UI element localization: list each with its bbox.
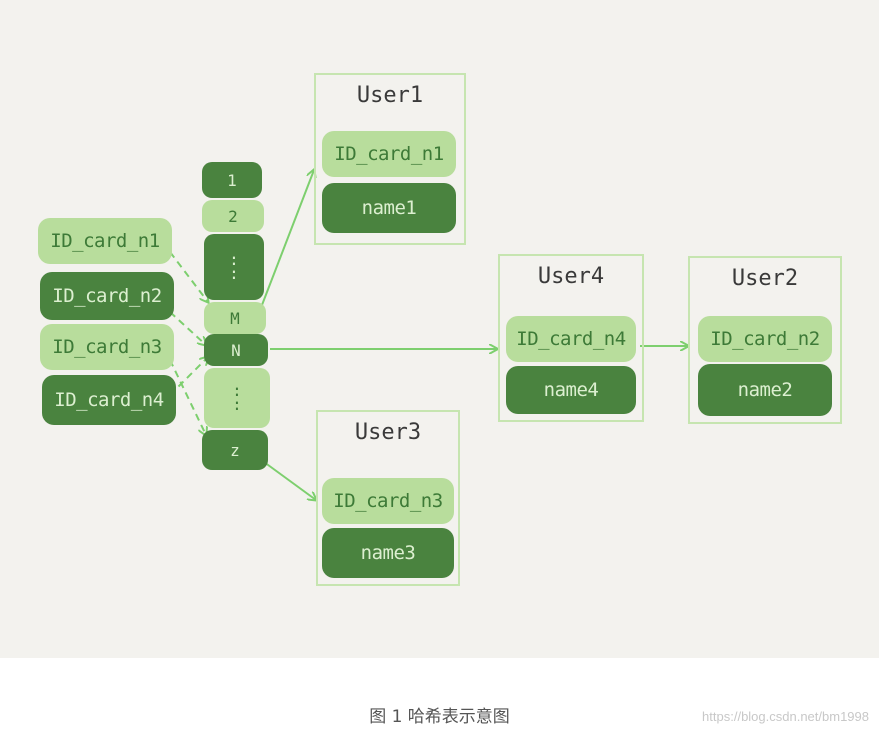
user4-id-field: ID_card_n4 [506, 316, 636, 362]
bucket-m: M [204, 302, 266, 334]
user2-box: User2 ID_card_n2 name2 [688, 256, 842, 424]
ellipsis-lower-text-2: : [232, 395, 242, 414]
key-id-card-n4: ID_card_n4 [42, 375, 176, 425]
user1-id-field: ID_card_n1 [322, 131, 456, 177]
bucket-z: z [202, 430, 268, 470]
user4-title: User4 [537, 264, 605, 289]
arrow-n3-to-z [169, 359, 206, 435]
key-id-card-n2: ID_card_n2 [40, 272, 174, 320]
ellipsis-upper-text-2: : [229, 264, 239, 283]
bucket-2: 2 [202, 200, 264, 232]
figure-caption: 图 1 哈希表示意图 [369, 707, 510, 727]
arrow-bucket-to-user3 [263, 461, 316, 500]
arrow-n2-to-n [169, 311, 206, 345]
user4-box: User4 ID_card_n4 name4 [498, 254, 644, 422]
user4-name-field: name4 [506, 366, 636, 414]
ellipsis-upper-text: : [229, 250, 239, 269]
user2-name-field: name2 [698, 364, 832, 416]
key-id-card-n1: ID_card_n1 [38, 218, 172, 264]
user3-name-field: name3 [322, 528, 454, 578]
user1-title: User1 [356, 83, 424, 108]
user2-title: User2 [731, 266, 799, 291]
bucket-n: N [204, 334, 268, 366]
user3-title: User3 [354, 420, 422, 445]
bucket-ellipsis-lower: : : [204, 368, 270, 428]
user3-id-field: ID_card_n3 [322, 478, 454, 524]
watermark-text: https://blog.csdn.net/bm1998 [702, 709, 869, 724]
arrows-layer [169, 0, 879, 658]
key-id-card-n3: ID_card_n3 [40, 324, 174, 370]
user1-name-field: name1 [322, 183, 456, 233]
bucket-1: 1 [202, 162, 262, 198]
ellipsis-lower-text: : [232, 381, 242, 400]
user2-id-field: ID_card_n2 [698, 316, 832, 362]
arrow-n4-to-n [169, 357, 208, 396]
user3-box: User3 ID_card_n3 name3 [316, 410, 460, 586]
bucket-ellipsis-upper: : : [204, 234, 264, 300]
diagram-canvas: ID_card_n1 ID_card_n2 ID_card_n3 ID_card… [0, 0, 879, 658]
arrow-n1-to-n [169, 251, 208, 302]
user1-box: User1 ID_card_n1 name1 [314, 73, 466, 245]
arrow-bucket-to-user1 [261, 170, 314, 306]
